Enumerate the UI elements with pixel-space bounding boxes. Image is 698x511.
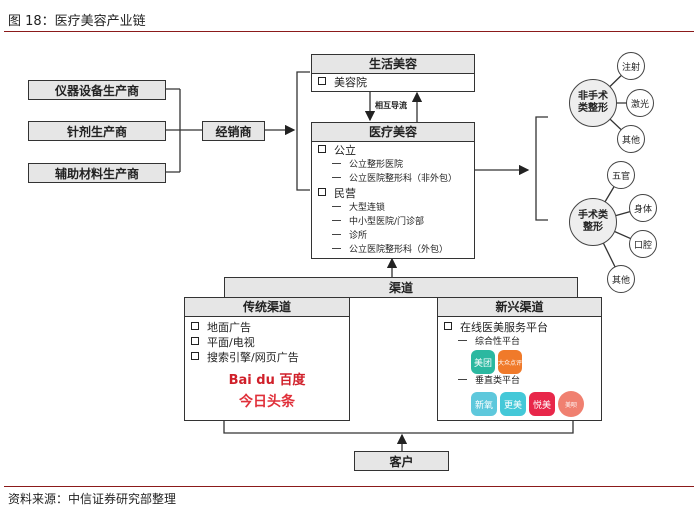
list-item: 公立 — [312, 143, 474, 158]
sub-label: 公立医院整形科（非外包） — [349, 174, 458, 184]
distributor-box: 经销商 — [202, 121, 265, 141]
dianping-logo: 大众点评 — [498, 350, 522, 374]
life-beauty-box: 生活美容 美容院 — [311, 54, 475, 92]
toutiao-logo: 今日头条 — [239, 394, 295, 410]
sub-label: 垂直类平台 — [475, 376, 521, 386]
source-note: 资料来源：中信证券研究部整理 — [8, 492, 177, 506]
bullet-icon — [191, 322, 199, 330]
node-facial: 五官 — [607, 161, 635, 189]
item-label: 搜索引擎/网页广告 — [207, 351, 299, 364]
node-other: 其他 — [617, 125, 645, 153]
dash-icon — [332, 248, 341, 249]
sub-item: 综合性平台 — [438, 335, 601, 349]
gengmei-logo: 更美 — [500, 392, 526, 416]
item-label: 平面/电视 — [207, 336, 255, 349]
figure-title: 图 18：医疗美容产业链 — [8, 14, 146, 29]
list-item: 美容院 — [312, 74, 474, 91]
channel-bar: 渠道 — [224, 277, 578, 298]
meibei-logo: 美呗 — [558, 391, 584, 417]
item-label: 美容院 — [334, 76, 367, 89]
list-item: 民营 — [312, 186, 474, 201]
dash-icon — [332, 234, 341, 235]
sub-label: 大型连锁 — [349, 203, 386, 213]
dash-icon — [332, 177, 341, 178]
bullet-icon — [444, 322, 452, 330]
node-injection: 注射 — [617, 52, 645, 80]
baidu-logo: Bai du 百度 — [228, 373, 306, 388]
list-item: 平面/电视 — [185, 335, 349, 350]
item-label: 民营 — [334, 187, 356, 200]
item-label: 公立 — [334, 144, 356, 157]
bullet-icon — [318, 188, 326, 196]
sub-item: 中小型医院/门诊部 — [312, 215, 474, 229]
dash-icon — [332, 220, 341, 221]
sub-item: 诊所 — [312, 229, 474, 243]
non-surgical-node: 非手术类整形 — [569, 79, 617, 127]
meituan-logo: 美团 — [471, 350, 495, 374]
node-oral: 口腔 — [629, 230, 657, 258]
item-label: 地面广告 — [207, 321, 251, 334]
emerging-title: 新兴渠道 — [438, 298, 601, 317]
bullet-icon — [318, 145, 326, 153]
footer-rule — [4, 486, 694, 487]
item-label: 在线医美服务平台 — [460, 321, 548, 334]
life-beauty-title: 生活美容 — [312, 55, 474, 74]
sub-label: 公立整形医院 — [349, 160, 404, 170]
manufacturer-materials: 辅助材料生产商 — [28, 163, 166, 183]
list-item: 地面广告 — [185, 320, 349, 335]
sub-label: 综合性平台 — [475, 337, 521, 347]
list-item: 在线医美服务平台 — [438, 320, 601, 335]
node-laser: 激光 — [626, 89, 654, 117]
node-other: 其他 — [607, 265, 635, 293]
sub-item: 垂直类平台 — [438, 374, 601, 388]
node-body: 身体 — [629, 194, 657, 222]
traditional-channel-box: 传统渠道 地面广告 平面/电视 搜索引擎/网页广告 Bai du 百度 今日头条 — [184, 297, 350, 421]
sub-label: 诊所 — [349, 231, 368, 241]
sub-item: 大型连锁 — [312, 201, 474, 215]
sub-item: 公立医院整形科（外包） — [312, 243, 474, 257]
dash-icon — [458, 340, 467, 341]
manufacturer-injectables: 针剂生产商 — [28, 121, 166, 141]
dash-icon — [332, 163, 341, 164]
list-item: 搜索引擎/网页广告 — [185, 350, 349, 365]
bullet-icon — [191, 337, 199, 345]
yuemei-logo: 悦美 — [529, 392, 555, 416]
medical-beauty-box: 医疗美容 公立 公立整形医院 公立医院整形科（非外包） 民营 大型连锁 中小型医… — [311, 122, 475, 259]
sub-item: 公立医院整形科（非外包） — [312, 172, 474, 186]
dash-icon — [458, 379, 467, 380]
traditional-title: 传统渠道 — [185, 298, 349, 317]
bullet-icon — [191, 352, 199, 360]
sub-label: 公立医院整形科（外包） — [349, 245, 449, 255]
customer-box: 客户 — [354, 451, 449, 471]
title-rule — [4, 31, 694, 32]
soyoung-logo: 新氧 — [471, 392, 497, 416]
bullet-icon — [318, 77, 326, 85]
medical-beauty-title: 医疗美容 — [312, 123, 474, 142]
sub-label: 中小型医院/门诊部 — [349, 217, 425, 227]
dash-icon — [332, 206, 341, 207]
manufacturer-instruments: 仪器设备生产商 — [28, 80, 166, 100]
mutual-label: 相互导流 — [375, 101, 407, 110]
surgical-node: 手术类整形 — [569, 198, 617, 246]
sub-item: 公立整形医院 — [312, 158, 474, 172]
